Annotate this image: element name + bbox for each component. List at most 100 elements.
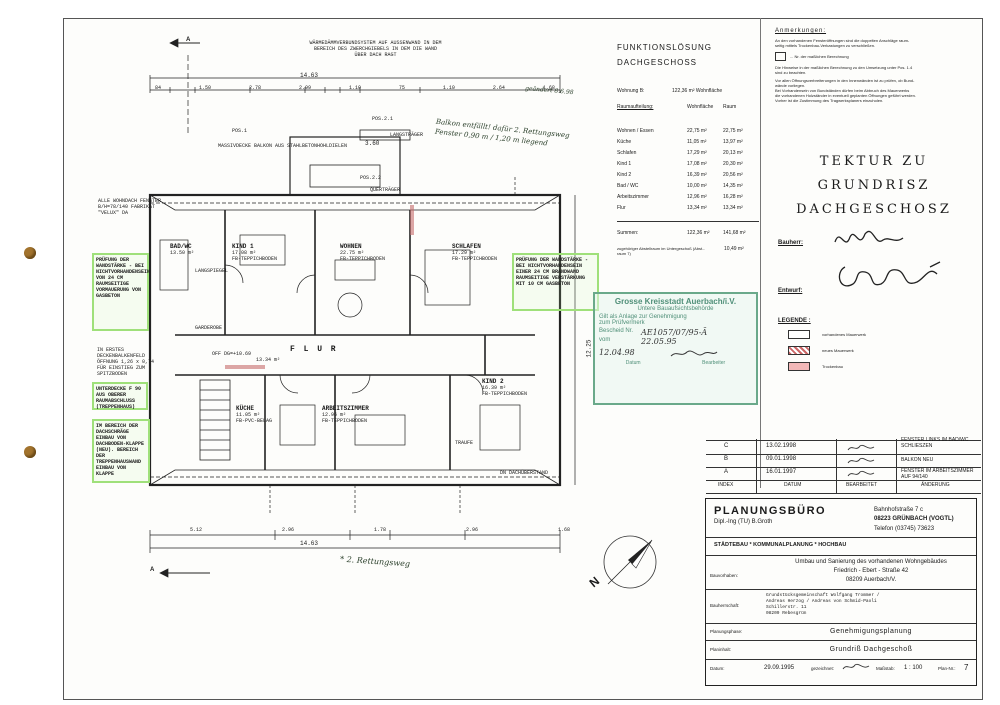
dim-top-0: 84 [155, 85, 162, 91]
notes-line: Vor allen Öffnungsverbreiterungen in den… [775, 78, 915, 83]
room-schlafen-area: 17.29 m² [452, 250, 477, 256]
stamp-line2: Untere Bauaufsichtsbehörde [637, 306, 714, 312]
abstell-value: 10,49 m² [724, 246, 744, 252]
row-b: 20,56 m² [723, 172, 743, 178]
row-name: Schlafen [617, 150, 637, 156]
room-kind2: KIND 2 16.39 m² FB-TEPPICHBODEN [482, 378, 527, 397]
room-schlafen: SCHLAFEN 17.29 m² FB-TEPPICHBODEN [452, 243, 497, 262]
legend-title: LEGENDE : [778, 318, 811, 324]
note-windows: ALLE WOHNDACH FENSTER B/H=78/140 FABRIKA… [98, 198, 162, 216]
label-quertraeger: QUERTRÄGER [370, 187, 401, 193]
notes-line: ... Nr. der maßlichen Berechnung [790, 53, 849, 59]
row-name: Kind 2 [617, 172, 632, 178]
area-table: Wohnung B: 122,36 m² Wohnfläche Raumauft… [617, 88, 759, 263]
row-a: 11,05 m² [687, 139, 707, 145]
room-flur-area: 13.34 m² [256, 357, 281, 363]
rev-header-index: INDEX [718, 482, 734, 488]
dim-top-7: 2.64 [492, 85, 505, 91]
office-disciplines: STÄDTEBAU * KOMMUNALPLANUNG * HOCHBAU [714, 542, 847, 548]
stamp-col-datum: Datum [625, 360, 641, 366]
client-line3: Schillerstr. 11 [766, 605, 807, 610]
wohnung-label: Wohnung B: [617, 88, 645, 94]
label-traufe: TRAUFE [455, 440, 474, 446]
room-flur-name: F L U R [290, 345, 338, 354]
raum-header: Raumaufteilung: [617, 104, 654, 110]
room-arbeitszimmer: ARBEITSZIMMER 12.96 m² FB-TEPPICHBODEN [322, 405, 369, 424]
notes-section: Anmerkungen: An den vorhandenen Fensterö… [775, 28, 970, 133]
stamp-date: 12.04.98 [599, 348, 635, 357]
label-pos1: POS.1 [232, 128, 248, 134]
tektur-line2: GRUNDRISZ [817, 178, 931, 193]
drawing-sheet [63, 18, 983, 700]
notes-line: An den vorhandenen Fensteröffnungen sind… [775, 38, 910, 43]
col-wohnflaeche: Wohnfläche [687, 104, 714, 110]
row-b: 13,97 m² [723, 139, 743, 145]
row-b: 22,75 m² [723, 128, 743, 134]
row-a: 17,08 m² [687, 161, 707, 167]
stamp-bescheid-label: Bescheid Nr. [599, 328, 634, 334]
label-garderobe: GARDEROBE [195, 325, 223, 331]
client-line4: 08209 Rebesgrün [766, 611, 807, 616]
room-schlafen-floor: FB-TEPPICHBODEN [452, 256, 498, 262]
room-kind2-floor: FB-TEPPICHBODEN [482, 391, 528, 397]
note-insulation: WÄRMEDÄMMVERBUNDSYSTEM AUF AUSSENWAND IN… [309, 40, 442, 58]
project-line3: 08209 Auerbach/V. [845, 577, 897, 583]
rev-row-c-date: 13.02.1998 [766, 443, 797, 449]
section-marker-top: A [186, 37, 191, 43]
row-a: 16,39 m² [687, 172, 707, 178]
row-a: 17,29 m² [687, 150, 707, 156]
label-langspiegel: LANGSPIEGEL [195, 268, 229, 274]
stamp-vom-label: vom [599, 337, 611, 343]
notes-line: Vorher ist die Zustimmung des Tragwerksp… [775, 98, 884, 103]
bauherr-label: Bauherr: [778, 240, 804, 246]
note-dachboden-oeffnung: IN ERSTES DECKENBALKENFELD ÖFFNUNG 1,26 … [97, 347, 155, 377]
room-kueche-area: 11.05 m² [236, 412, 261, 418]
dim-bottom-0: 5.12 [190, 527, 203, 533]
dim-bottom-3: 2.96 [465, 527, 478, 533]
rev-row-a-change: FENSTER IM ARBEITSZIMMER AUF 94/140 [901, 468, 974, 480]
room-kueche: KÜCHE 11.05 m² FB-PVC-BELAG [236, 405, 272, 424]
functional-title-2: DACHGESCHOSS [617, 58, 698, 67]
summe-a: 122,36 m² [687, 230, 710, 236]
row-b: 16,28 m² [723, 194, 743, 200]
punch-hole-bottom [24, 446, 36, 458]
room-kind2-name: KIND 2 [482, 378, 504, 385]
label-pos22: POS.2.2 [360, 175, 382, 181]
scale-label: Maßstab: [876, 666, 895, 671]
legend-swatch-drywall [788, 362, 810, 371]
dim-top-4: 1.10 [348, 85, 361, 91]
room-kind1-name: KIND 1 [232, 243, 254, 250]
drawn-label: gezeichnet: [811, 666, 835, 671]
room-wohnen: WOHNEN 22.75 m² FB-TEPPICHBODEN [340, 243, 385, 262]
rev-row-b-sign [847, 457, 875, 464]
room-bad: BAD/WC 13.50 m² [170, 243, 194, 256]
dim-balcony: 3.60 [365, 140, 380, 147]
content-label: Planinhalt: [710, 647, 732, 652]
dim-top-8: 1.68 [542, 85, 555, 91]
row-name: Wohnen / Essen [617, 128, 654, 134]
room-kind2-area: 16.39 m² [482, 385, 507, 391]
plan-no: 7 [964, 663, 969, 672]
row-name: Küche [617, 139, 632, 145]
dim-row-top: 84 1.50 2.78 2.99 1.10 75 1.10 2.64 1.68 [155, 85, 555, 91]
notes-line: die vorhandenen Holzständer in eventuell… [775, 93, 916, 98]
tektur-line3: DACHGESCHOSZ [796, 202, 952, 217]
green-note-mid: UNTERDECKE F 90 AUS OBERER RAUMABSCHLUSS… [92, 382, 148, 410]
room-bad-area: 13.50 m² [170, 250, 195, 256]
room-kueche-name: KÜCHE [236, 405, 255, 412]
dim-vertical-right: 12.25 [585, 339, 593, 358]
rev-row-c-sign [847, 444, 875, 451]
col-raum: Raum [723, 104, 737, 110]
abstell-label: zugehöriger Abstellraum im Untergeschoß … [617, 246, 705, 256]
notes-line: wände vorliegen. [775, 83, 806, 88]
phase-value: Genehmigungsplanung [830, 628, 912, 635]
row-name: Arbeitszimmer [617, 194, 649, 200]
dim-top-3: 2.99 [298, 85, 311, 91]
phase-label: Planungsphase: [710, 629, 743, 634]
row-b: 20,13 m² [723, 150, 743, 156]
date-label: Datum: [710, 666, 725, 671]
entwurf-label: Entwurf: [778, 288, 803, 294]
room-kind1: KIND 1 17.08 m² FB-TEPPICHBODEN [232, 243, 277, 262]
notes-line: seitig mittels Trockenbau-Verkastungen z… [775, 43, 876, 48]
office-phone: Telefon (03745) 73623 [874, 526, 935, 532]
